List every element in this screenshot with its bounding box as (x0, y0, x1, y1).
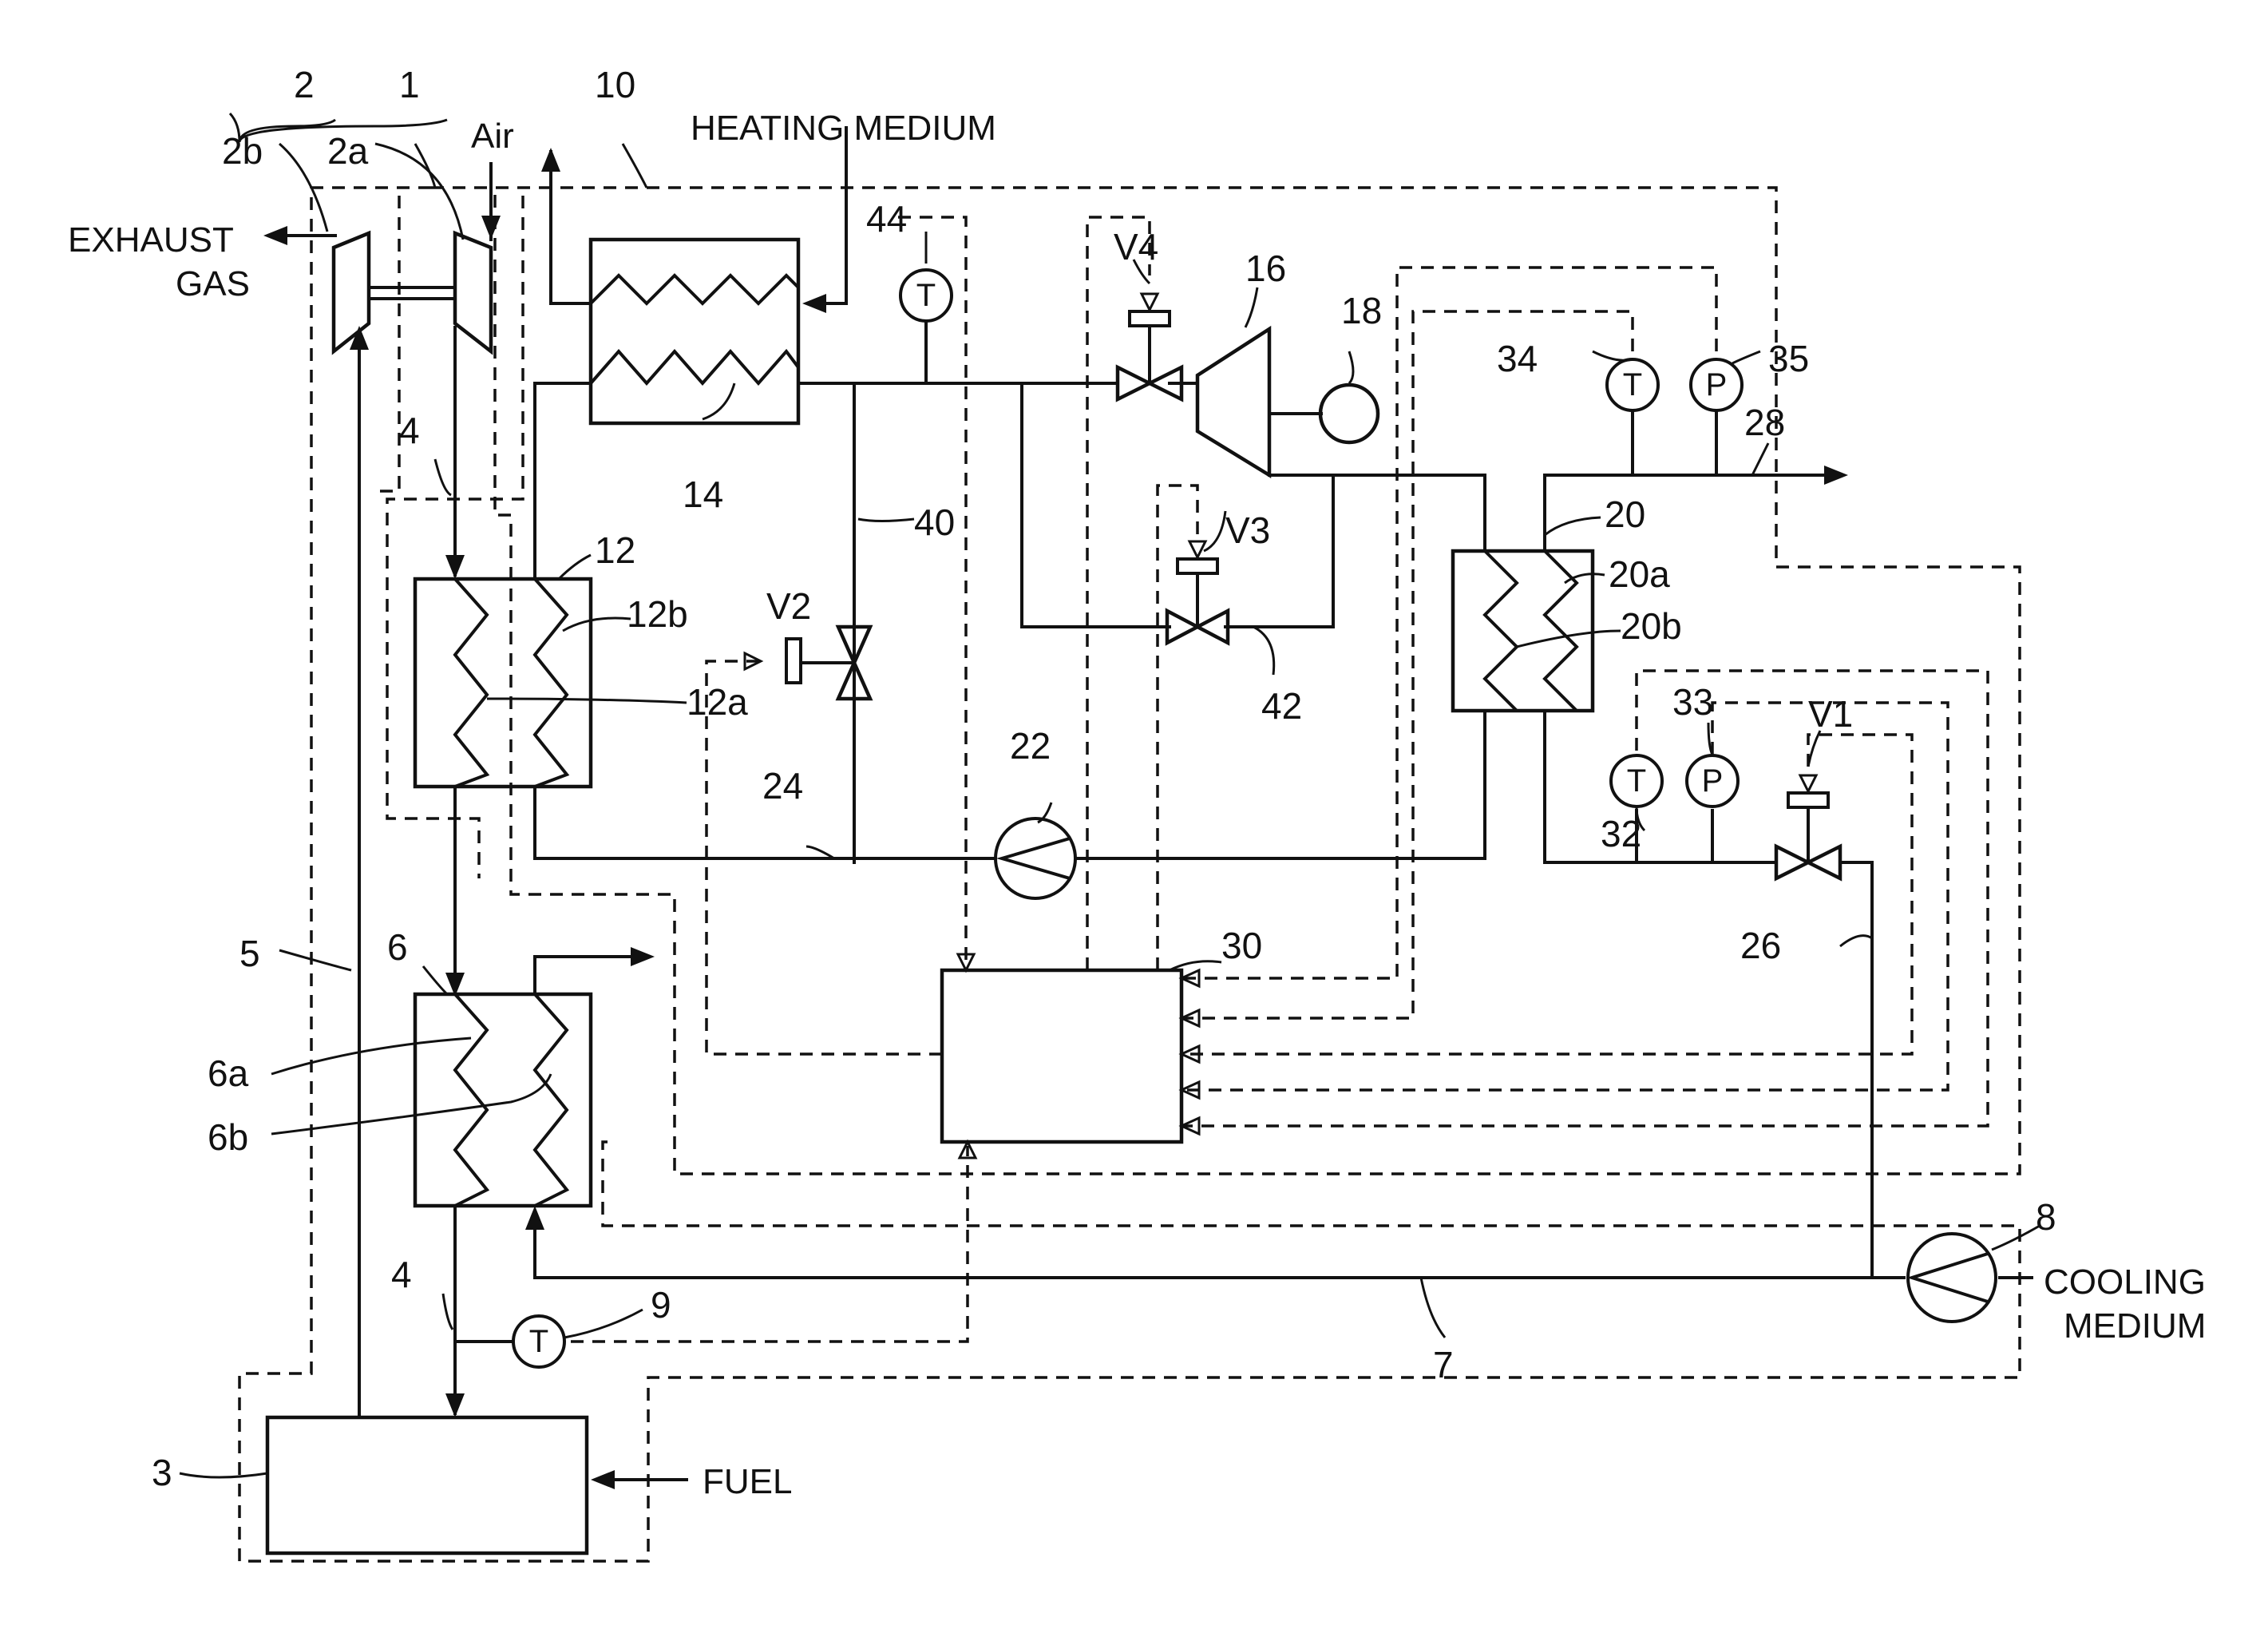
label-2b: 2b (222, 130, 263, 172)
valve-v1 (1776, 793, 1840, 878)
label-44: 44 (866, 198, 907, 240)
label-20a: 20a (1609, 553, 1670, 595)
label-v1: V1 (1808, 693, 1853, 735)
sensor-t34: T (1607, 359, 1658, 410)
label-24: 24 (762, 765, 803, 807)
sensor-t9: T (513, 1316, 564, 1367)
piping (263, 128, 2032, 1489)
sensor-t34-label: T (1623, 367, 1642, 402)
label-3: 3 (152, 1452, 172, 1493)
label-8: 8 (2036, 1196, 2056, 1238)
valve-v4 (1118, 311, 1181, 399)
label-10: 10 (595, 64, 635, 105)
label-14: 14 (683, 474, 723, 515)
label-16: 16 (1245, 248, 1286, 289)
label-1: 1 (399, 64, 420, 105)
exhaust-gas-label-2: GAS (176, 264, 250, 303)
label-40: 40 (914, 501, 955, 543)
valve-v3 (1167, 559, 1228, 643)
label-7: 7 (1433, 1344, 1454, 1385)
turbine-2b (334, 233, 369, 351)
label-35: 35 (1768, 338, 1809, 379)
sensor-t9-label: T (529, 1324, 548, 1359)
exhaust-gas-label-1: EXHAUST (68, 220, 234, 260)
sensor-p33-label: P (1702, 763, 1724, 799)
label-6b: 6b (208, 1116, 248, 1158)
dashed-v1 (1181, 735, 1912, 1054)
compressor-2a (455, 233, 491, 351)
dashed-left-inner-2 (375, 196, 399, 491)
label-4-lower: 4 (391, 1254, 412, 1295)
cooling-medium-label-1: COOLING (2044, 1262, 2206, 1302)
label-6: 6 (387, 926, 408, 968)
label-22: 22 (1010, 725, 1051, 767)
pump-22 (995, 818, 1075, 898)
label-5: 5 (239, 933, 260, 974)
sensor-t32: T (1611, 755, 1662, 807)
heating-medium-label: HEATING MEDIUM (691, 109, 996, 148)
leader-lines (180, 113, 2040, 1477)
expander-16 (1197, 329, 1269, 475)
label-v2: V2 (766, 585, 811, 627)
label-26: 26 (1740, 925, 1781, 966)
label-12a: 12a (687, 681, 748, 723)
controller-30 (942, 970, 1181, 1142)
generator-18 (1320, 385, 1378, 442)
air-label: Air (471, 117, 514, 156)
dashed-34 (1181, 311, 1633, 1018)
sensor-p33: P (1687, 755, 1738, 807)
fuel-label: FUEL (703, 1462, 792, 1501)
label-34: 34 (1497, 338, 1538, 379)
label-9: 9 (651, 1284, 671, 1326)
valve-v2 (786, 627, 870, 699)
label-6a: 6a (208, 1052, 249, 1094)
condenser-20 (1453, 551, 1593, 711)
boundary-10 (431, 188, 2020, 1174)
label-12b: 12b (627, 593, 688, 635)
label-12: 12 (595, 529, 635, 571)
sensor-p35-label: P (1706, 367, 1728, 402)
sensor-t32-label: T (1627, 763, 1646, 799)
pump-8 (1908, 1234, 1996, 1322)
cooling-medium-label-2: MEDIUM (2064, 1306, 2206, 1346)
label-18: 18 (1341, 290, 1382, 331)
label-2a: 2a (327, 130, 369, 172)
label-32: 32 (1601, 813, 1641, 854)
sensor-t44: T (900, 270, 952, 321)
turbocharger-2 (334, 233, 491, 351)
dashed-33 (1181, 703, 1948, 1090)
engine-3 (267, 1417, 587, 1553)
label-v3: V3 (1225, 509, 1270, 551)
label-v4: V4 (1114, 226, 1158, 268)
heat-exchanger-14 (591, 240, 798, 423)
label-33: 33 (1672, 681, 1713, 723)
label-42: 42 (1261, 685, 1302, 727)
label-28: 28 (1744, 402, 1785, 443)
label-20b: 20b (1621, 605, 1682, 647)
dashed-44 (898, 217, 966, 966)
label-30: 30 (1221, 925, 1262, 966)
label-2: 2 (294, 64, 315, 105)
sensor-p35: P (1691, 359, 1742, 410)
label-4-upper: 4 (399, 410, 420, 451)
sensor-t44-label: T (916, 278, 936, 313)
dashed-32 (1181, 671, 1988, 1126)
label-20: 20 (1605, 493, 1645, 535)
